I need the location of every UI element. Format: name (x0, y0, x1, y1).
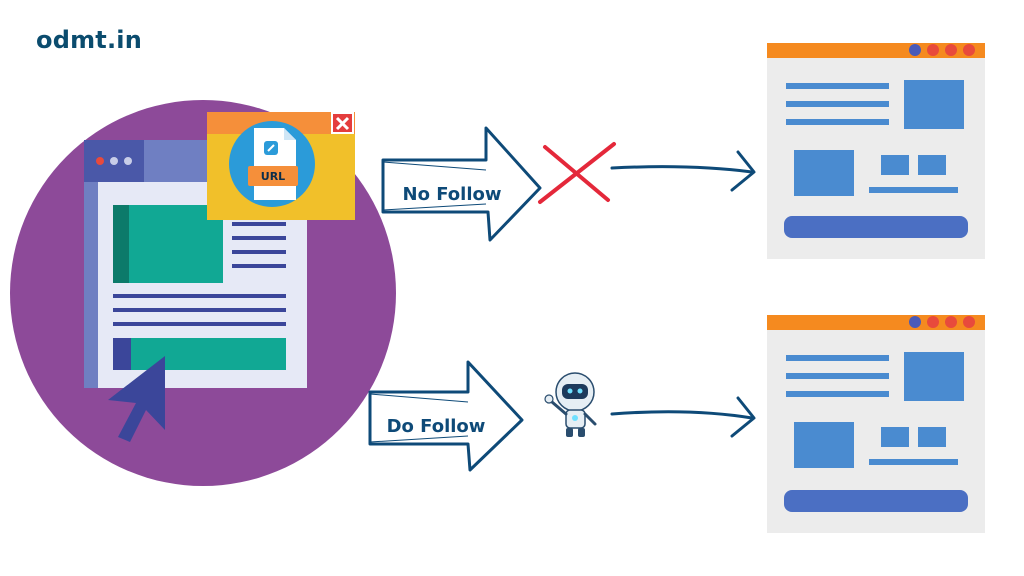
link-icon (264, 141, 278, 155)
window-dot (909, 316, 921, 328)
content-block-bottom (113, 338, 286, 370)
target-website-top (767, 43, 985, 259)
url-popup: URL (207, 112, 355, 220)
window-dot (124, 157, 132, 165)
nofollow-arrow: No Follow (381, 126, 542, 242)
window-dot (945, 44, 957, 56)
target-website-bottom (767, 315, 985, 533)
window-dot (963, 316, 975, 328)
content-block-top (113, 205, 223, 283)
window-dot-red (96, 157, 104, 165)
connector-arrow-bottom (610, 396, 756, 438)
url-label-pill (248, 166, 298, 186)
window-dot (909, 44, 921, 56)
window-dot (927, 44, 939, 56)
dofollow-label: Do Follow (387, 416, 486, 437)
window-dot (110, 157, 118, 165)
window-dot (945, 316, 957, 328)
window-dot (927, 316, 939, 328)
red-x-icon (538, 142, 616, 204)
nofollow-label: No Follow (403, 184, 502, 205)
url-label: URL (261, 170, 285, 183)
robot-icon (544, 372, 597, 437)
cursor-arrow-icon (108, 356, 165, 442)
window-dot (963, 44, 975, 56)
brand-logo-text: odmt.in (36, 26, 142, 54)
dofollow-arrow: Do Follow (368, 360, 524, 472)
connector-arrow-top (610, 150, 756, 192)
